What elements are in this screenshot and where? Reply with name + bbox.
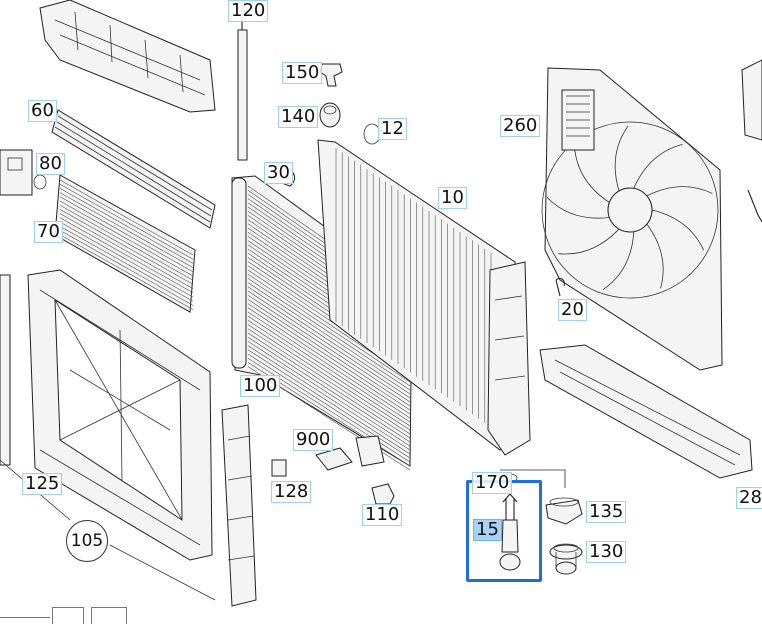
page-tab[interactable] (52, 607, 84, 624)
callout-260[interactable]: 260 (500, 115, 541, 137)
callout-10[interactable]: 10 (438, 187, 467, 209)
callout-70[interactable]: 70 (34, 221, 63, 243)
frame-125-drawing (27, 269, 213, 561)
radiator-10-drawing (317, 139, 531, 456)
callout-60[interactable]: 60 (28, 100, 57, 122)
right-edge-parts-drawing (741, 59, 762, 223)
callout-140[interactable]: 140 (278, 106, 319, 128)
drain-plug-15-drawing (499, 493, 521, 571)
callout-12[interactable]: 12 (378, 118, 407, 140)
callout-100[interactable]: 100 (240, 375, 281, 397)
divider (0, 617, 50, 618)
cap-135-drawing (545, 497, 583, 525)
callout-125[interactable]: 125 (22, 473, 63, 495)
callout-130[interactable]: 130 (586, 541, 627, 563)
callout-150[interactable]: 150 (282, 62, 323, 84)
callout-900[interactable]: 900 (293, 429, 334, 451)
callout-135[interactable]: 135 (586, 501, 627, 523)
upper-bracket-drawing (39, 0, 216, 113)
callout-15[interactable]: 15 (473, 519, 502, 541)
side-panel-drawing (221, 404, 257, 607)
callout-120[interactable]: 120 (228, 0, 269, 22)
grommet-140-drawing (319, 102, 341, 128)
callout-128[interactable]: 128 (271, 481, 312, 503)
clip-20-drawing (555, 277, 565, 297)
callout-170[interactable]: 170 (472, 472, 513, 494)
callout-105[interactable]: 105 (66, 520, 108, 562)
air-guide-drawing (539, 344, 753, 479)
small-parts-drawing (271, 435, 395, 505)
callout-110[interactable]: 110 (362, 504, 403, 526)
cooler-70-drawing (54, 174, 196, 313)
callout-28[interactable]: 28 (736, 487, 762, 509)
clip-150-drawing (319, 63, 343, 87)
callout-20[interactable]: 20 (558, 299, 587, 321)
left-bracket-drawing (0, 149, 47, 196)
rod-drawing (237, 20, 248, 161)
left-strip-drawing (0, 274, 11, 466)
callout-30[interactable]: 30 (264, 162, 293, 184)
cap-130-drawing (549, 543, 583, 575)
page-tab[interactable] (91, 607, 127, 624)
callout-80[interactable]: 80 (36, 153, 65, 175)
strip-60-drawing (51, 109, 216, 229)
fan-shroud-260-drawing (541, 67, 723, 371)
